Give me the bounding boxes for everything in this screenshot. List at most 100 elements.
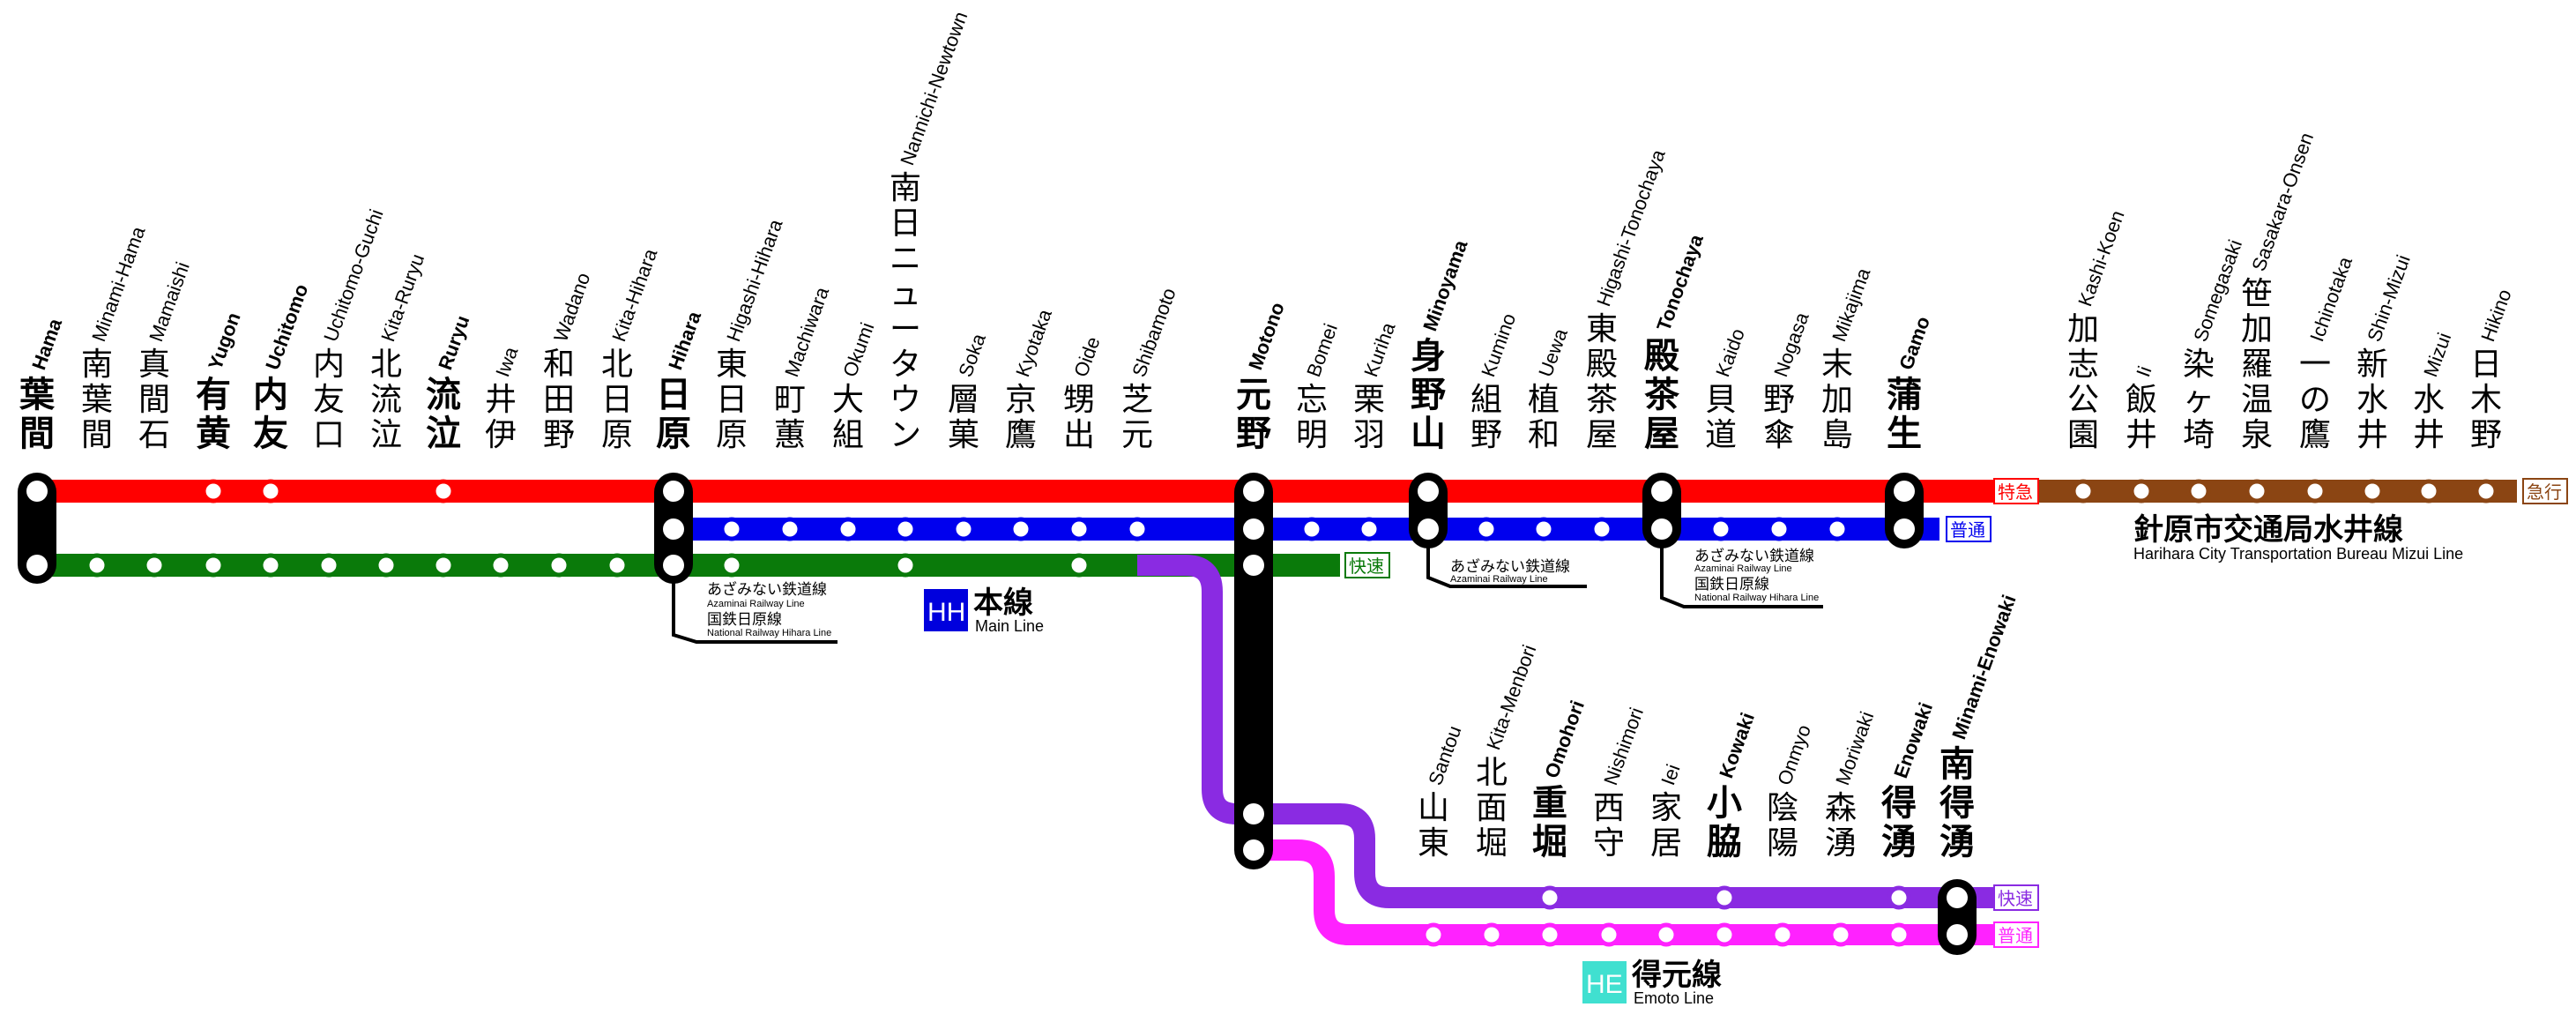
- line-legends: HH 本線 Main Line HE 得元線 Emoto Line 針原市交通局…: [924, 512, 2463, 1007]
- mizui-stop-marker: [2129, 479, 2154, 504]
- rapid-stop-marker: [605, 553, 629, 578]
- station-name-char: ウ: [890, 382, 921, 418]
- station-romaji: Omohori: [1540, 697, 1589, 781]
- capsule-hama: [18, 473, 56, 584]
- station-name-char: 公: [2067, 382, 2099, 418]
- station-name-char: 小: [1707, 783, 1742, 824]
- local-stop-marker: [1709, 517, 1733, 541]
- station-name-char: 南: [81, 347, 113, 383]
- station-name-char: 原: [656, 414, 691, 454]
- station-romaji: Hihara: [664, 308, 705, 373]
- mizui-stop-marker: [2303, 479, 2327, 504]
- emoto-local-stop-marker: [1421, 922, 1446, 947]
- station-romaji: Ii: [2132, 363, 2155, 380]
- transfer-callouts: あざみない鉄道線 Azaminai Railway Line 国鉄日原線 Nat…: [672, 547, 1823, 644]
- station-name-char: 忘: [1296, 382, 1328, 418]
- local-stop-marker: [1825, 517, 1850, 541]
- rapid-stop-marker: [431, 553, 456, 578]
- interchange-dot: [1243, 481, 1264, 502]
- station-romaji: Kashi-Koen: [2073, 207, 2128, 309]
- station-name-char: 面: [1476, 790, 1508, 826]
- station-name-char: 原: [716, 417, 748, 453]
- rapid-stop-marker: [258, 553, 283, 578]
- station-romaji: Iei: [1657, 761, 1684, 787]
- station-name-char: 脇: [1707, 822, 1742, 862]
- station-name-char: 加: [1821, 382, 1853, 418]
- tonochaya-transfer-1-jp: あざみない鉄道線: [1694, 547, 1814, 565]
- station-name-char: 菓: [948, 417, 979, 453]
- station-name-char: 日: [601, 382, 633, 418]
- tag-futsu-box: [1946, 516, 1992, 542]
- station-name-char: の: [2299, 382, 2331, 418]
- tag-kaisoku-box: [1344, 552, 1390, 578]
- main-line-code-box: [924, 589, 968, 631]
- tag-tokkyu: 特急: [1998, 481, 2033, 503]
- station-name-char: 得: [1939, 783, 1975, 824]
- station-name-char: 間: [81, 417, 113, 453]
- station-name-char: 元: [1121, 417, 1153, 453]
- station-romaji: Okumi: [838, 319, 878, 379]
- station-name-char: ー: [890, 311, 921, 347]
- station-name-char: 殿: [1644, 336, 1679, 377]
- station-romaji: Kita-Menbori: [1482, 642, 1540, 753]
- station-name-char: 東: [1418, 825, 1449, 862]
- station-romaji: Ichinotaka: [2305, 253, 2356, 345]
- station-name-char: 葉: [81, 382, 113, 418]
- tag-tokkyu-box: [1993, 478, 2039, 504]
- station-name-char: 北: [601, 347, 633, 383]
- interchange-dot: [663, 555, 684, 576]
- station-romaji: Gamo: [1895, 314, 1934, 373]
- rapid-stop-marker: [316, 553, 341, 578]
- minoyama-transfer-1-en: Azaminai Railway Line: [1450, 574, 1548, 585]
- station-name-char: 志: [2067, 347, 2099, 383]
- station-name-char: 間: [19, 414, 55, 454]
- station-name-char: 元: [1236, 375, 1271, 415]
- emoto-rapid-line: [1137, 555, 2001, 908]
- station-name-char: 鷹: [1005, 417, 1037, 453]
- station-name-char: 家: [1650, 790, 1682, 826]
- interchange-dot: [663, 481, 684, 502]
- station-name-char: 山: [1411, 414, 1446, 454]
- station-name-char: 山: [1418, 790, 1449, 826]
- tag-futsu: 普通: [1950, 519, 1985, 541]
- station-name-char: 甥: [1063, 382, 1095, 418]
- station-name-char: 湧: [1939, 822, 1975, 862]
- callout-line-minoyama: [1426, 547, 1587, 588]
- interchange-dot: [26, 555, 48, 576]
- station-romaji: Kita-Hihara: [607, 245, 661, 345]
- station-name-char: 温: [2241, 382, 2273, 418]
- station-name-char: 茶: [1644, 375, 1680, 415]
- station-name-char: 京: [1005, 382, 1037, 418]
- station-name-char: 内: [313, 347, 345, 383]
- station-name-char: 傘: [1763, 417, 1795, 453]
- station-name-char: 泣: [426, 414, 461, 454]
- station-name-char: 野: [1470, 417, 1502, 453]
- interchange-dot: [1243, 555, 1264, 576]
- rapid-stop-marker: [85, 553, 109, 578]
- local-stop-marker: [951, 517, 976, 541]
- local-stop-marker: [1067, 517, 1091, 541]
- local-stop-marker: [1590, 517, 1614, 541]
- station-romaji: Higashi-Hihara: [722, 216, 787, 345]
- station-name-char: 屋: [1644, 414, 1679, 454]
- station-romaji: Nogasa: [1769, 309, 1813, 380]
- station-name-char: 蕙: [774, 417, 806, 453]
- station-name-char: 栗: [1353, 382, 1385, 418]
- local-stop-marker: [1767, 517, 1791, 541]
- station-name-char: 陰: [1767, 790, 1798, 826]
- interchange-dot: [1894, 518, 1915, 540]
- station-name-char: 石: [138, 417, 170, 453]
- station-romaji: Mamaishi: [145, 259, 194, 345]
- station-romaji: Kumino: [1477, 310, 1520, 380]
- station-romaji: Ruryu: [434, 312, 473, 372]
